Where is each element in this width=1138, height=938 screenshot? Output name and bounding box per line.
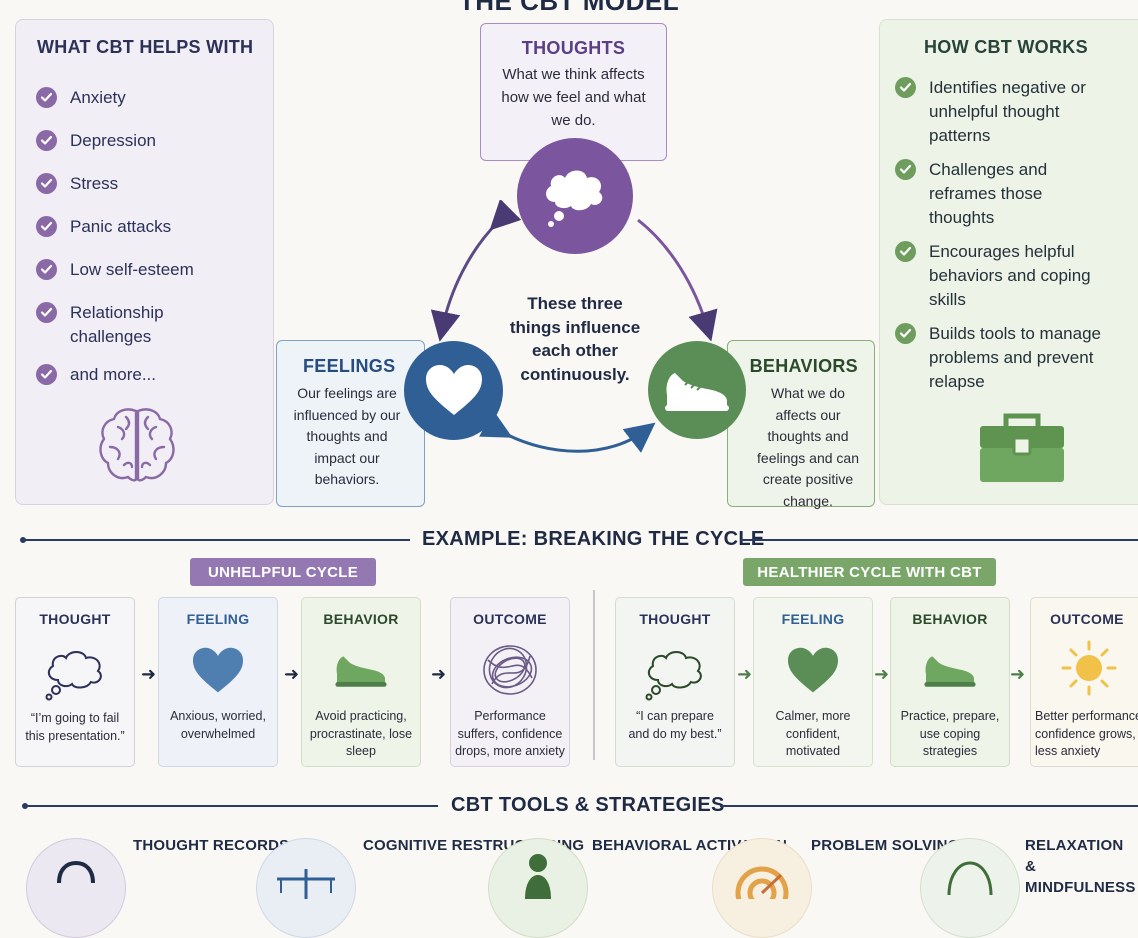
healthier-thought-card: THOUGHT “I can prepare and do my best.” bbox=[615, 597, 735, 767]
thoughts-box: THOUGHTS What we think affects how we fe… bbox=[480, 23, 667, 161]
check-icon bbox=[895, 323, 916, 344]
unhelpful-thought-card: THOUGHT “I’m going to fail this presenta… bbox=[15, 597, 135, 767]
unhelpful-feeling-card: FEELING Anxious, worried, overwhelmed bbox=[158, 597, 278, 767]
list-item: Relationship challenges bbox=[36, 301, 186, 349]
arrow-right-icon: ➜ bbox=[431, 664, 447, 684]
arrow-right-icon: ➜ bbox=[141, 664, 157, 684]
list-item: Challenges and reframes those thoughts bbox=[895, 158, 1135, 230]
check-icon bbox=[36, 302, 57, 323]
list-item: Encourages helpful behaviors and coping … bbox=[895, 240, 1135, 312]
works-list: Identifies negative or unhelpful thought… bbox=[895, 76, 1135, 394]
thought-bubble-icon bbox=[517, 138, 633, 254]
thought-record-icon bbox=[26, 838, 126, 938]
check-icon bbox=[895, 77, 916, 98]
divider-dot bbox=[20, 537, 26, 543]
helps-title: WHAT CBT HELPS WITH bbox=[37, 37, 254, 57]
unhelpful-outcome-card: OUTCOME Performance suffers, confidence … bbox=[450, 597, 570, 767]
feelings-title: FEELINGS bbox=[303, 356, 396, 376]
person-icon bbox=[488, 838, 588, 938]
divider-rule bbox=[24, 539, 410, 541]
target-icon bbox=[712, 838, 812, 938]
tangle-icon bbox=[451, 640, 569, 700]
check-icon bbox=[36, 130, 57, 151]
list-item: and more... bbox=[36, 363, 194, 387]
check-icon bbox=[36, 173, 57, 194]
cycle-divider bbox=[593, 590, 595, 760]
thought-bubble-icon bbox=[616, 642, 734, 702]
shoe-icon bbox=[648, 341, 746, 439]
arrow-right-icon: ➜ bbox=[874, 664, 890, 684]
list-item: Builds tools to manage problems and prev… bbox=[895, 322, 1135, 394]
list-item: Depression bbox=[36, 129, 194, 153]
cycle-arrows bbox=[430, 200, 718, 453]
thoughts-text: What we think affects how we feel and wh… bbox=[501, 66, 646, 129]
heart-icon bbox=[159, 646, 277, 696]
center-caption: These three things influence each other … bbox=[509, 294, 641, 384]
tool-label: RELAXATION & MINDFULNESS bbox=[1025, 837, 1136, 896]
behaviors-title: BEHAVIORS bbox=[749, 356, 858, 376]
works-title: HOW CBT WORKS bbox=[924, 37, 1088, 57]
arrow-right-icon: ➜ bbox=[1010, 664, 1026, 684]
check-icon bbox=[36, 259, 57, 280]
unhelpful-cycle-label: UNHELPFUL CYCLE bbox=[190, 558, 376, 586]
works-panel: HOW CBT WORKS Identifies negative or unh… bbox=[879, 19, 1138, 505]
heart-icon bbox=[754, 646, 872, 696]
divider-rule bbox=[720, 805, 1138, 807]
arrow-right-icon: ➜ bbox=[284, 664, 300, 684]
divider-dot bbox=[22, 803, 28, 809]
toolbox-icon bbox=[980, 413, 1064, 482]
healthier-outcome-card: OUTCOME Better performance, confidence g… bbox=[1030, 597, 1138, 767]
page-title: THE CBT MODEL bbox=[458, 0, 680, 16]
tools-title: CBT TOOLS & STRATEGIES bbox=[451, 794, 725, 816]
healthier-feeling-card: FEELING Calmer, more confident, motivate… bbox=[753, 597, 873, 767]
tool-label: THOUGHT RECORDS bbox=[133, 837, 290, 854]
sun-icon bbox=[1031, 638, 1138, 698]
list-item: Panic attacks bbox=[36, 215, 194, 239]
unhelpful-behavior-card: BEHAVIOR Avoid practicing, procrastinate… bbox=[301, 597, 421, 767]
tool-label: PROBLEM SOLVING bbox=[811, 837, 960, 854]
check-icon bbox=[895, 241, 916, 262]
scale-icon bbox=[256, 838, 356, 938]
example-title: EXAMPLE: BREAKING THE CYCLE bbox=[422, 528, 765, 550]
feelings-box: FEELINGS Our feelings are influenced by … bbox=[276, 340, 425, 507]
mindfulness-icon bbox=[920, 838, 1020, 938]
check-icon bbox=[36, 87, 57, 108]
shoe-icon bbox=[302, 650, 420, 690]
list-item: Stress bbox=[36, 172, 194, 196]
heart-icon bbox=[404, 341, 503, 440]
divider-rule bbox=[26, 805, 438, 807]
brain-icon bbox=[99, 408, 175, 482]
check-icon bbox=[36, 364, 57, 385]
check-icon bbox=[36, 216, 57, 237]
behaviors-box: BEHAVIORS What we do affects our thought… bbox=[727, 340, 875, 509]
feelings-text: Our feelings are influenced by our thoug… bbox=[293, 385, 401, 487]
shoe-icon bbox=[891, 650, 1009, 690]
healthier-cycle-label: HEALTHIER CYCLE WITH CBT bbox=[743, 558, 996, 586]
helps-list: Anxiety Depression Stress Panic attacks … bbox=[36, 76, 194, 387]
behaviors-text: What we do affects our thoughts and feel… bbox=[757, 385, 859, 509]
list-item: Anxiety bbox=[36, 86, 194, 110]
arrow-right-icon: ➜ bbox=[737, 664, 753, 684]
healthier-behavior-card: BEHAVIOR Practice, prepare, use coping s… bbox=[890, 597, 1010, 767]
thoughts-title: THOUGHTS bbox=[521, 38, 626, 58]
thought-bubble-icon bbox=[16, 642, 134, 702]
helps-panel: WHAT CBT HELPS WITH Anxiety Depression S… bbox=[15, 19, 274, 505]
list-item: Low self-esteem bbox=[36, 258, 194, 282]
divider-rule bbox=[740, 539, 1138, 541]
list-item: Identifies negative or unhelpful thought… bbox=[895, 76, 1135, 148]
check-icon bbox=[895, 159, 916, 180]
